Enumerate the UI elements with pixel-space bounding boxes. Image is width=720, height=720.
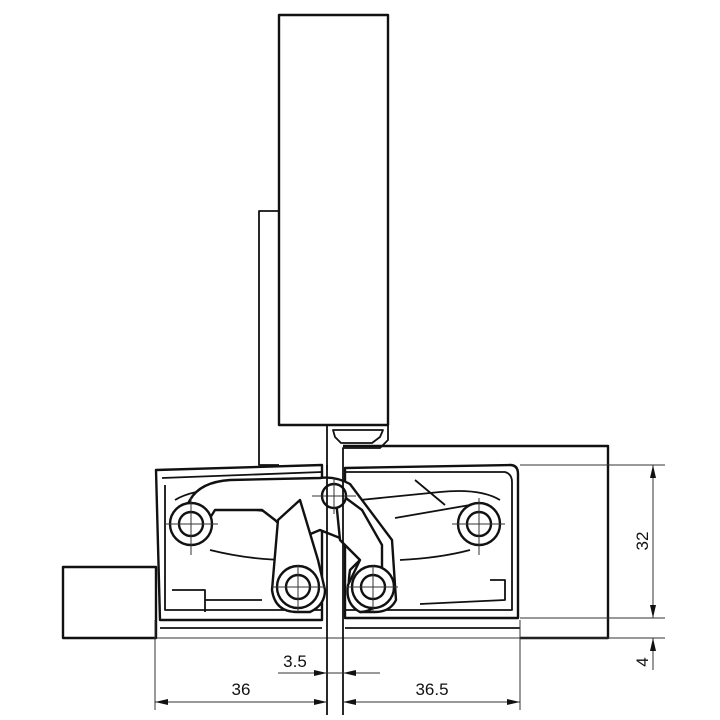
- dimension-lines: [154, 465, 656, 710]
- dim-right-width: 36.5: [415, 680, 448, 699]
- dim-body-height: 32: [633, 532, 652, 551]
- dim-offset: 4: [633, 657, 652, 666]
- door-leaf: [258, 13, 390, 470]
- dim-left-width: 36: [232, 680, 251, 699]
- frame-left-block: [61, 565, 158, 640]
- frame-right: [155, 444, 665, 640]
- dim-gap: 3.5: [283, 652, 307, 671]
- pivot-pins: [165, 478, 505, 612]
